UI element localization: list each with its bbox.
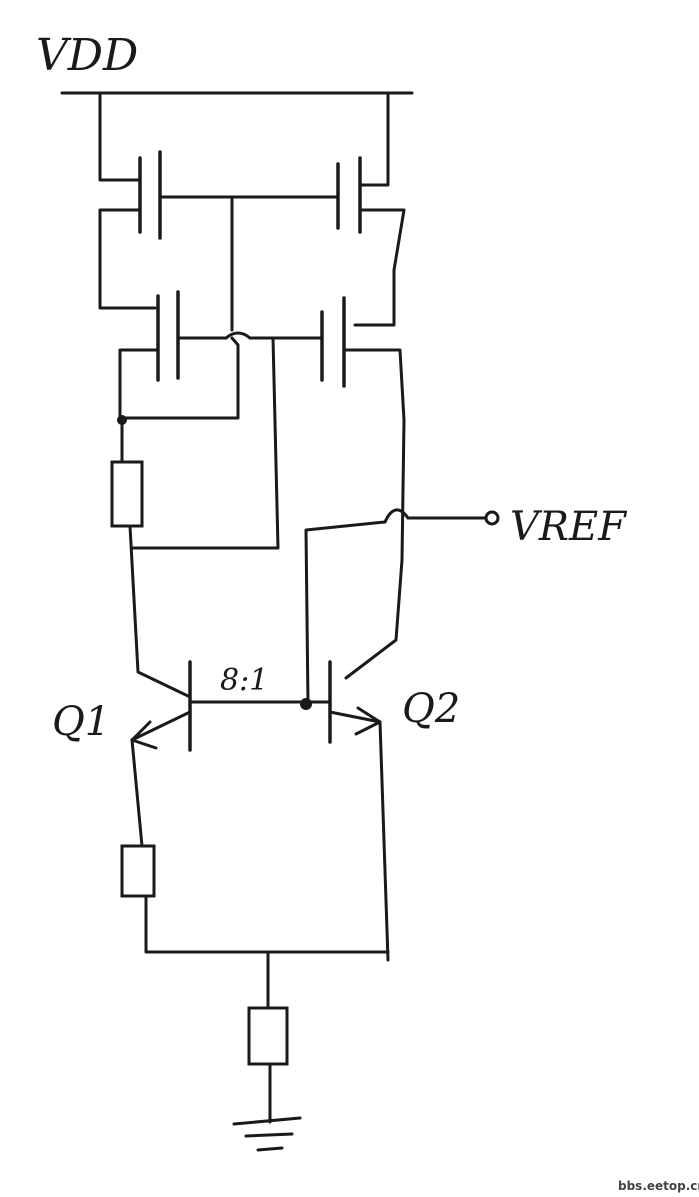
resistor-left-top xyxy=(110,418,190,698)
q1-transistor xyxy=(130,660,192,752)
q2-label: Q2 xyxy=(402,686,460,732)
resistor-q1-emitter xyxy=(120,738,390,954)
pmos-top-right xyxy=(336,91,406,327)
vref-branch xyxy=(304,508,488,706)
vref-label: VREF xyxy=(510,504,627,550)
pmos-mid-left xyxy=(118,290,180,422)
q1-label: Q1 xyxy=(52,699,110,745)
ground-icon xyxy=(232,1116,302,1152)
watermark-text: bbs.eetop.cn xyxy=(618,1179,699,1193)
vref-terminal xyxy=(484,510,500,526)
junction-dot-base xyxy=(300,698,312,710)
top-gate-line xyxy=(158,195,340,332)
q2-transistor xyxy=(328,660,382,744)
vdd-label: VDD xyxy=(36,30,138,81)
pmos-top-left xyxy=(98,91,162,310)
q2-emitter-wire xyxy=(378,720,390,962)
pmos-mid-right xyxy=(320,296,406,562)
ratio-label: 8:1 xyxy=(220,663,268,698)
resistor-bottom xyxy=(247,950,289,1124)
mid-gate-line xyxy=(118,331,324,550)
